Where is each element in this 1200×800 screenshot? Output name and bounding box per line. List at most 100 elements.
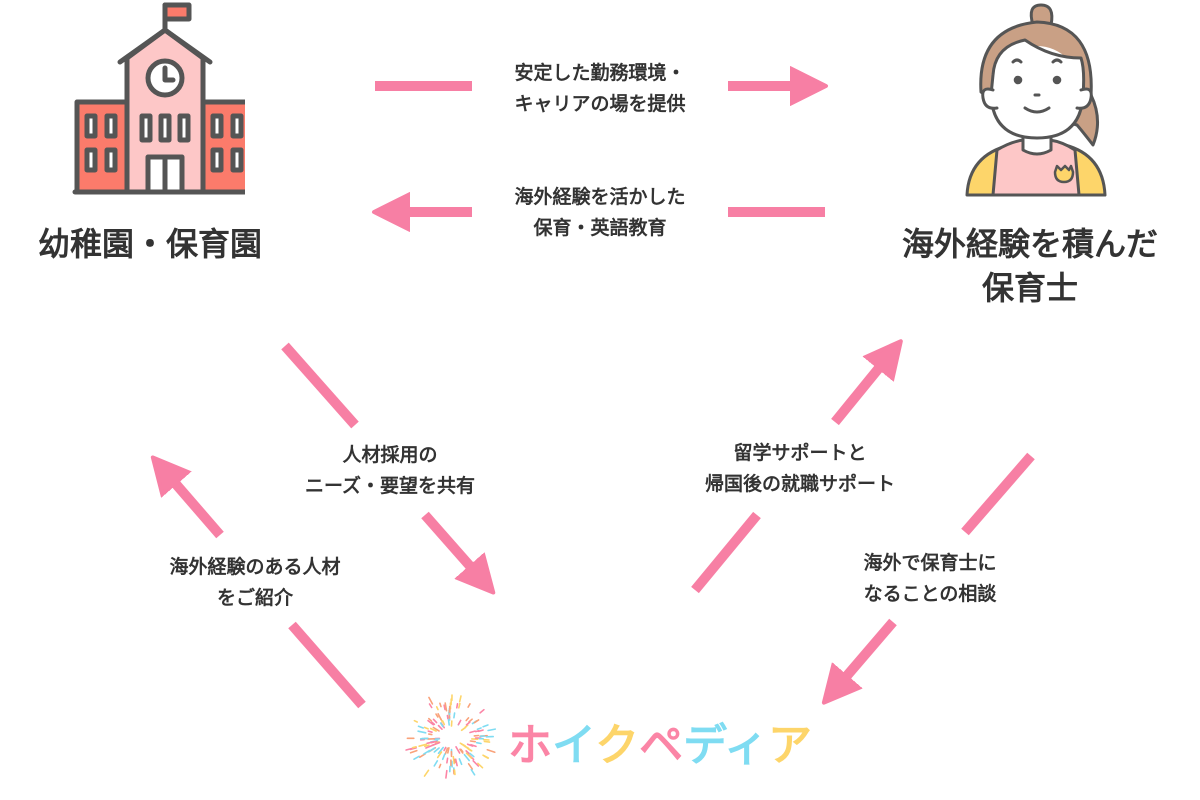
firework-spark bbox=[453, 758, 456, 764]
firework-spark bbox=[460, 726, 467, 732]
brand-char: ア bbox=[768, 720, 813, 771]
arrow-teacher-to-brand-tail bbox=[961, 452, 1035, 536]
firework-spark bbox=[446, 714, 449, 720]
firework-spark bbox=[472, 759, 480, 767]
firework-spark bbox=[425, 745, 433, 749]
arrow-teacher-to-brand-head bbox=[833, 618, 897, 692]
brand-char: イ bbox=[552, 720, 596, 771]
firework-spark bbox=[427, 733, 433, 736]
edge-label-brand-to-school: 海外経験のある人材 をご紹介 bbox=[130, 552, 380, 614]
label-line: 海外経験を活かした bbox=[514, 186, 686, 208]
firework-spark bbox=[452, 755, 456, 765]
label-line: をご紹介 bbox=[216, 587, 293, 609]
firework-spark bbox=[441, 753, 446, 761]
firework-spark bbox=[466, 743, 474, 747]
label-line: ニーズ・要望を共有 bbox=[304, 475, 476, 497]
firework-spark bbox=[463, 753, 471, 762]
arrow-brand-to-school-head bbox=[162, 468, 224, 539]
firework-spark bbox=[435, 705, 439, 711]
firework-spark bbox=[467, 703, 471, 708]
teacher-title-line1: 海外経験を積んだ bbox=[901, 225, 1158, 263]
firework-spark bbox=[486, 749, 496, 753]
firework-spark bbox=[483, 755, 489, 759]
firework-spark bbox=[417, 725, 425, 729]
firework-spark bbox=[411, 746, 417, 749]
firework-spark bbox=[483, 740, 491, 743]
label-line: 人材採用の bbox=[342, 444, 438, 466]
firework-spark bbox=[455, 746, 461, 754]
edge-label-teacher-to-brand: 海外で保育士に なることの相談 bbox=[810, 548, 1050, 610]
firework-spark bbox=[458, 702, 461, 709]
firework-spark bbox=[457, 719, 462, 726]
firework-spark bbox=[437, 724, 443, 730]
edge-label-school-to-teacher: 安定した勤務環境・ キャリアの場を提供 bbox=[450, 58, 750, 120]
label-line: キャリアの場を提供 bbox=[514, 93, 686, 115]
school-node bbox=[55, 0, 258, 200]
firework-spark bbox=[446, 757, 449, 764]
firework-spark bbox=[473, 719, 480, 724]
firework-spark bbox=[435, 713, 439, 718]
firework-spark bbox=[426, 740, 435, 745]
label-line: 海外で保育士に bbox=[863, 552, 997, 574]
brand-char: ク bbox=[595, 720, 640, 771]
firework-spark bbox=[433, 760, 439, 767]
firework-spark bbox=[437, 746, 444, 754]
brand-char: ホ bbox=[508, 720, 552, 771]
firework-spark bbox=[443, 704, 446, 711]
firework-spark bbox=[418, 743, 428, 747]
edge-label-school-to-brand: 人材採用の ニーズ・要望を共有 bbox=[260, 440, 520, 502]
edge-label-teacher-to-school: 海外経験を活かした 保育・英語教育 bbox=[450, 182, 750, 244]
firework-spark bbox=[427, 719, 435, 726]
firework-spark bbox=[447, 718, 451, 726]
firework-spark bbox=[427, 730, 433, 733]
firework-spark bbox=[413, 719, 419, 723]
firework-logo-icon bbox=[405, 694, 497, 779]
firework-spark bbox=[431, 741, 441, 747]
firework-spark bbox=[439, 702, 442, 708]
teacher-title-line2: 保育士 bbox=[981, 269, 1078, 307]
firework-spark bbox=[454, 758, 458, 767]
firework-spark bbox=[476, 727, 482, 730]
firework-spark bbox=[469, 740, 477, 743]
firework-spark bbox=[458, 758, 463, 766]
firework-spark bbox=[432, 726, 440, 732]
brand-char: ィ bbox=[724, 720, 769, 771]
arrow-brand-to-teacher-head bbox=[831, 352, 892, 426]
school-building-icon bbox=[72, 2, 258, 195]
nursery-teacher-avatar-icon bbox=[965, 3, 1107, 197]
firework-spark bbox=[427, 717, 433, 722]
firework-spark bbox=[441, 720, 446, 726]
firework-spark bbox=[439, 722, 444, 728]
firework-spark bbox=[445, 769, 448, 779]
firework-spark bbox=[428, 696, 434, 705]
label-line: 帰国後の就職サポート bbox=[704, 473, 895, 495]
teacher-title: 海外経験を積んだ 保育士 bbox=[860, 222, 1200, 310]
firework-spark bbox=[453, 769, 456, 776]
firework-spark bbox=[465, 752, 473, 760]
label-line: 留学サポートと bbox=[733, 442, 867, 464]
brand-char: デ bbox=[683, 720, 725, 771]
brand-name: ホイクペディア bbox=[508, 709, 812, 773]
firework-spark bbox=[467, 748, 473, 752]
firework-spark bbox=[470, 768, 476, 776]
arrow-brand-to-school-tail bbox=[288, 621, 366, 709]
teacher-node bbox=[955, 0, 1115, 200]
firework-spark bbox=[465, 721, 471, 726]
firework-spark bbox=[477, 729, 484, 733]
firework-spark bbox=[444, 747, 449, 755]
label-line: 海外経験のある人材 bbox=[169, 556, 341, 578]
firework-spark bbox=[443, 746, 447, 752]
arrow-brand-to-teacher-tail bbox=[691, 511, 761, 594]
firework-spark bbox=[429, 727, 437, 732]
firework-spark bbox=[423, 744, 430, 748]
firework-spark bbox=[465, 750, 470, 754]
firework-spark bbox=[417, 730, 427, 734]
firework-spark bbox=[432, 718, 438, 724]
firework-spark bbox=[428, 703, 433, 709]
edge-label-brand-to-teacher: 留学サポートと 帰国後の就職サポート bbox=[660, 438, 940, 500]
label-line: 安定した勤務環境・ bbox=[514, 62, 686, 84]
firework-spark bbox=[427, 747, 436, 753]
firework-spark bbox=[444, 702, 448, 712]
firework-spark bbox=[438, 763, 442, 769]
label-line: なることの相談 bbox=[863, 583, 997, 605]
